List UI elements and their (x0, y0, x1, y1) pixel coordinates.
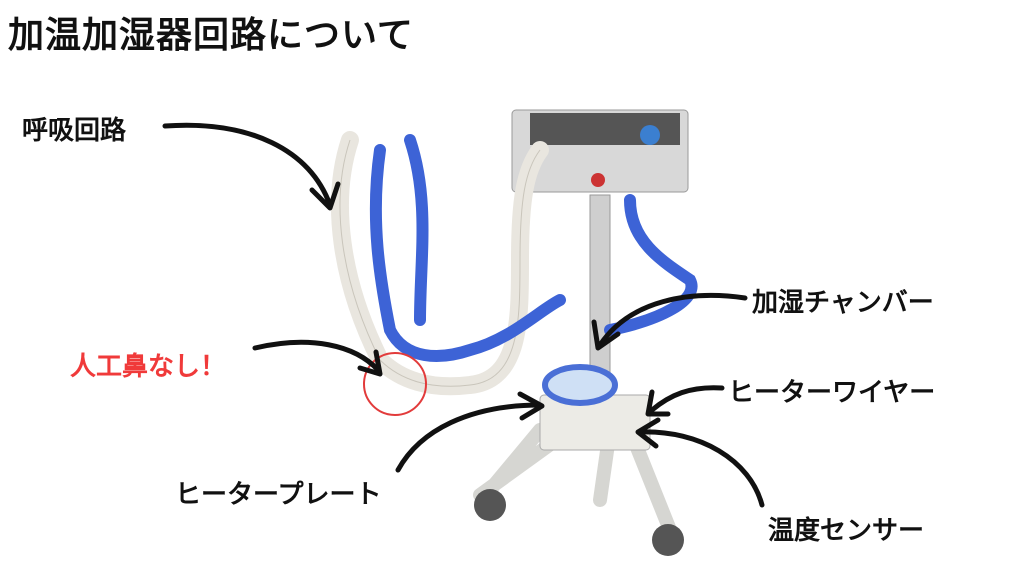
highlight-circle (363, 352, 427, 416)
stand-base (473, 423, 677, 537)
page-title: 加温加湿器回路について (8, 15, 414, 56)
stand-pole (589, 194, 611, 396)
white-tube-outline (339, 139, 541, 387)
label-heater-wire: ヒーターワイヤー (728, 378, 936, 408)
arrowhead (635, 417, 661, 449)
arrow-heater-plate (395, 402, 543, 473)
humidifier-chamber (542, 364, 618, 406)
arrowhead (357, 349, 383, 377)
wheel (652, 524, 684, 556)
arrow-breathing-circuit (162, 122, 333, 208)
arrowhead (517, 391, 545, 421)
arrowhead (591, 319, 621, 351)
wheel (474, 489, 506, 521)
label-breathing-circuit: 呼吸回路 (22, 116, 127, 146)
ventilator-logo (591, 173, 605, 187)
white-tube (331, 131, 549, 396)
arrow-chamber (597, 293, 748, 348)
arrowhead (309, 181, 341, 211)
label-temperature-sensor: 温度センサー (768, 516, 925, 546)
arrow-heater-wire (649, 385, 725, 413)
ventilator-port (640, 125, 660, 145)
label-humidifier-chamber: 加湿チャンバー (752, 288, 934, 318)
label-heater-plate: ヒータープレート (175, 480, 382, 510)
arrowhead (645, 389, 671, 417)
arrow-temp-sensor (637, 429, 765, 508)
arrow-no-hme (252, 339, 381, 373)
label-no-hme: 人工鼻なし！ (70, 352, 227, 382)
blue-tube (369, 134, 698, 362)
